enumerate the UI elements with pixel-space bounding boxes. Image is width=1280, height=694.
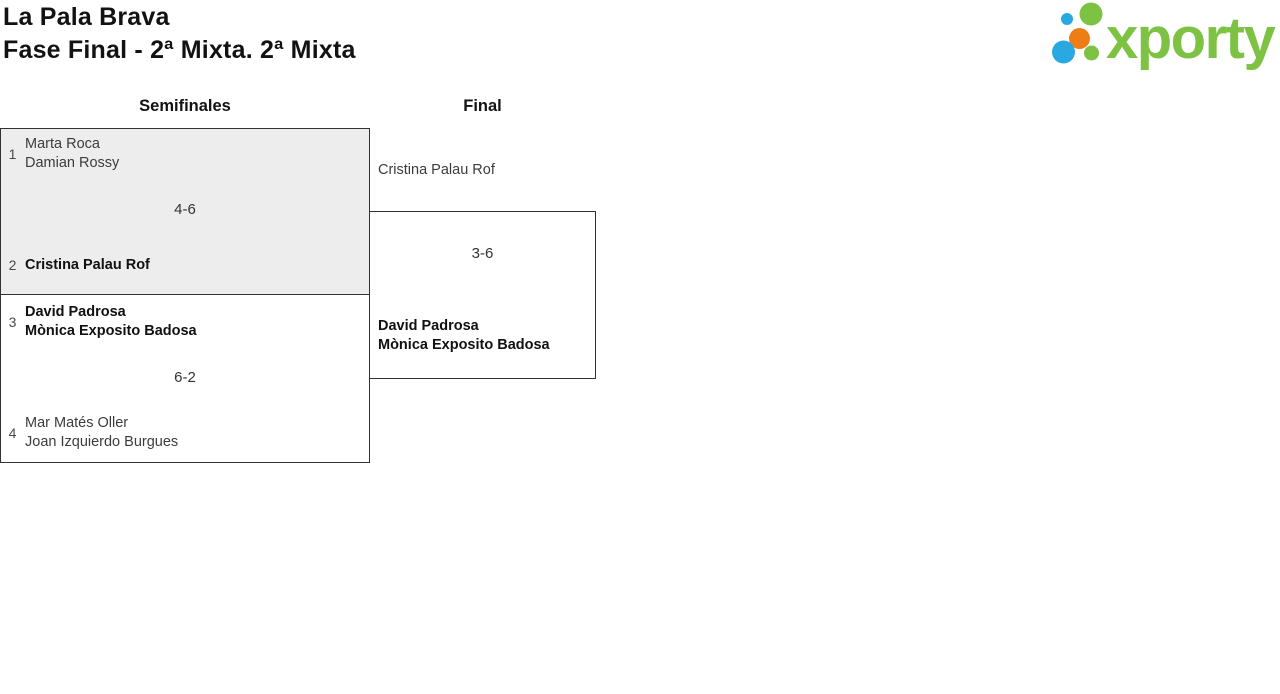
team-seed: 3: [8, 313, 17, 330]
team-semifinal1-team2: 2 Cristina Palau Rof: [8, 256, 150, 275]
team-semifinal2-team2: 4 Mar Matés Oller Joan Izquierdo Burgues: [8, 414, 179, 452]
team-seed: 4: [8, 424, 17, 441]
player-name: Cristina Palau Rof: [25, 257, 150, 273]
player-name: Joan Izquierdo Burgues: [25, 434, 179, 450]
player-name: David Padrosa: [25, 304, 126, 320]
round-header-semifinales: Semifinales: [139, 97, 231, 115]
xporty-logo[interactable]: xporty: [1050, 0, 1280, 72]
player-name: Mar Matés Oller: [25, 415, 129, 431]
page-header: La Pala Brava Fase Final - 2ª Mixta. 2ª …: [3, 1, 356, 67]
match-card-semifinal-1: 1 Marta Roca Damian Rossy 4-6 2 Cristina…: [0, 128, 370, 295]
team-seed: 2: [8, 257, 17, 273]
team-semifinal1-team1: 1 Marta Roca Damian Rossy: [8, 135, 120, 173]
page-subtitle: Fase Final - 2ª Mixta. 2ª Mixta: [3, 36, 356, 64]
player-name: Marta Roca: [25, 136, 100, 152]
player-name: David Padrosa: [378, 318, 479, 334]
team-seed: 1: [8, 145, 17, 162]
player-name: Mònica Exposito Badosa: [378, 337, 550, 353]
player-name: Mònica Exposito Badosa: [25, 323, 197, 339]
logo-wordmark: xporty: [1106, 6, 1276, 71]
match-score: 3-6: [471, 245, 494, 262]
player-name: Cristina Palau Rof: [378, 162, 495, 178]
team-final-team2: David Padrosa Mònica Exposito Badosa: [378, 317, 550, 355]
page-title: La Pala Brava: [3, 3, 170, 31]
team-final-team1: Cristina Palau Rof: [378, 161, 495, 180]
match-card-semifinal-2: 3 David Padrosa Mònica Exposito Badosa 6…: [0, 294, 370, 463]
logo-dots-icon: [1052, 2, 1103, 64]
round-header-final: Final: [463, 97, 502, 115]
match-score: 6-2: [174, 369, 196, 386]
match-score: 4-6: [174, 201, 196, 218]
team-semifinal2-team1: 3 David Padrosa Mònica Exposito Badosa: [8, 303, 197, 341]
player-name: Damian Rossy: [25, 155, 120, 171]
match-card-final: [369, 211, 596, 379]
